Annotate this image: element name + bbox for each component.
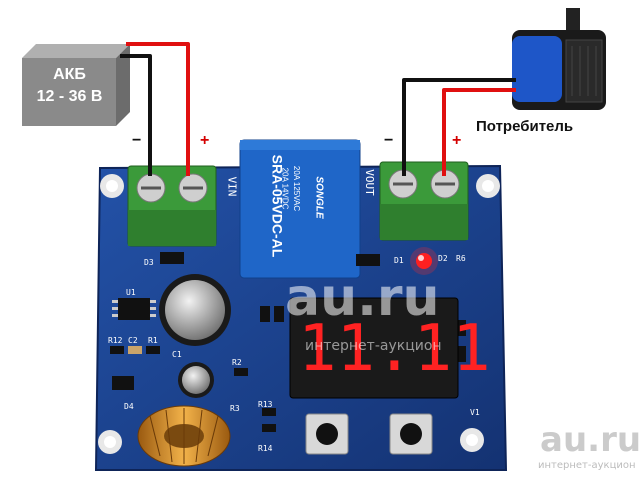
capacitors	[159, 274, 231, 398]
battery-negative-wire	[120, 54, 152, 176]
silk-c1: C1	[172, 350, 182, 359]
battery-voltage-range: 12 - 36 В	[36, 88, 103, 105]
input-minus-sign: −	[132, 132, 142, 149]
seven-segment-display	[289, 297, 459, 399]
display-digits: 1 1. 1 1	[298, 306, 491, 392]
silk-r1: R1	[148, 336, 158, 345]
push-buttons	[305, 413, 433, 455]
display-digit-1: 1	[298, 312, 337, 386]
corner-watermark-subtitle: интернет-аукцион	[538, 460, 636, 471]
silk-d2: D2	[438, 254, 448, 263]
battery-label-line1: АКБ	[53, 66, 86, 83]
silk-d4: D4	[124, 402, 134, 411]
relay-markings: SRA-05VDC-AL 20A 14VDC 20A 125VAC SONGLE	[250, 150, 350, 270]
silk-r3: R3	[230, 404, 240, 413]
silk-d1: D1	[394, 256, 404, 265]
relay-rating-1: 20A 14VDC	[280, 167, 290, 210]
silk-c2: C2	[128, 336, 138, 345]
silk-vout: VOUT	[362, 169, 376, 196]
input-plus-sign: +	[200, 132, 210, 149]
inductor-coil	[137, 405, 231, 467]
display-digit-4: 1	[452, 312, 491, 386]
mounting-holes	[98, 174, 500, 454]
relay-brand: SONGLE	[313, 176, 325, 219]
silk-u1: U1	[126, 288, 136, 297]
display-digit-2: 1.	[336, 312, 414, 386]
input-terminal-block	[127, 165, 217, 247]
battery-label: АКБ 12 - 36 В	[22, 64, 117, 108]
corner-watermark-logo: au.ru	[540, 420, 640, 460]
display-digit-3: 1	[413, 312, 453, 386]
output-minus-sign: −	[384, 132, 394, 149]
battery-positive-wire	[126, 42, 190, 176]
silk-r12: R12	[108, 336, 123, 345]
battery-box	[22, 44, 130, 126]
output-plus-sign: +	[452, 132, 462, 149]
silk-r13: R13	[258, 400, 273, 409]
silk-r2: R2	[232, 358, 242, 367]
silk-d3: D3	[144, 258, 154, 267]
silk-r14: R14	[258, 444, 273, 453]
output-terminal-block	[379, 161, 469, 241]
silk-vin: VIN	[225, 176, 239, 197]
load-negative-wire	[402, 78, 516, 176]
silk-v1: V1	[470, 408, 480, 417]
pump-icon	[512, 8, 606, 110]
load-positive-wire	[442, 88, 516, 176]
silk-r6: R6	[456, 254, 466, 263]
watermark-subtitle: интернет-аукцион	[305, 338, 442, 354]
relay-rating-2: 20A 125VAC	[292, 165, 302, 212]
consumer-label: Потребитель	[476, 118, 574, 135]
watermark-logo: au.ru	[285, 268, 440, 328]
relay	[239, 139, 361, 279]
status-led	[410, 247, 438, 275]
wires	[120, 42, 516, 176]
smd-components	[110, 252, 466, 432]
ic-u1	[112, 298, 156, 320]
